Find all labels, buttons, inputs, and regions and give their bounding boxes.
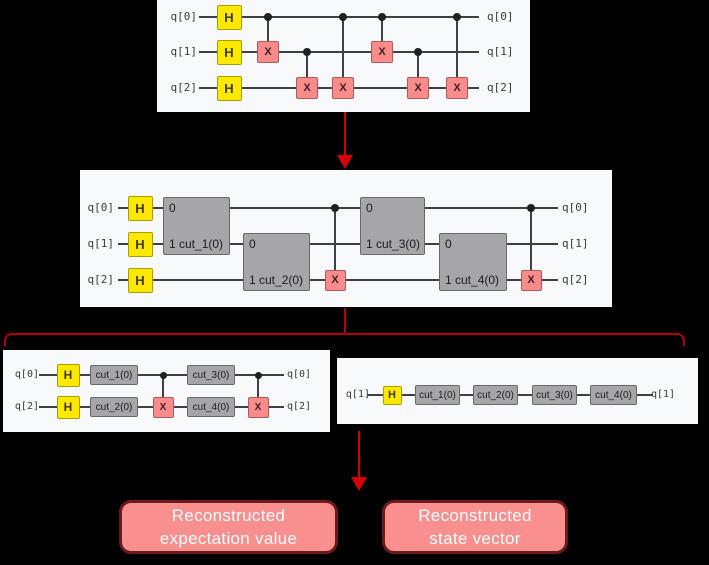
h-gate: H xyxy=(127,267,153,293)
cnot-target-x-gate: X xyxy=(332,77,354,99)
qubit-label-right: q[0] xyxy=(562,201,589,214)
cut-port-0: 0 xyxy=(169,201,176,215)
cnot-control-dot xyxy=(378,13,386,21)
split-bracket xyxy=(4,333,685,346)
cnot-control-dot xyxy=(339,13,347,21)
cut-gate-box: cut_1(0) xyxy=(415,385,460,405)
cnot-control-dot xyxy=(264,13,272,21)
qubit-label-right: q[2] xyxy=(287,401,312,412)
qubit-label-left: q[0] xyxy=(170,10,198,23)
down-arrow-bottom-head xyxy=(351,477,367,491)
cnot-target-x-gate: X xyxy=(520,269,542,291)
cnot-target-x-gate: X xyxy=(152,396,174,418)
qubit-label-left: q[0] xyxy=(87,201,115,214)
result-statevector-line2: state vector xyxy=(429,529,521,548)
down-arrow-top-head xyxy=(337,155,353,169)
down-arrow-top xyxy=(344,112,346,156)
cnot-target-x-gate: X xyxy=(296,77,318,99)
cut-port-1-label: 1 cut_2(0) xyxy=(249,273,304,287)
cnot-connector xyxy=(456,17,458,88)
cut-gate-box: cut_3(0) xyxy=(532,385,577,405)
qubit-label-left: q[0] xyxy=(14,369,39,380)
cnot-connector xyxy=(267,17,269,52)
cnot-connector xyxy=(334,208,336,280)
cnot-target-x-gate: X xyxy=(446,77,468,99)
cut-port-0: 0 xyxy=(366,201,373,215)
qubit-label-right: q[0] xyxy=(487,10,514,23)
cut-gate-box: cut_4(0) xyxy=(187,397,235,417)
h-gate: H xyxy=(216,4,242,30)
h-gate: H xyxy=(382,385,402,405)
h-gate: H xyxy=(216,39,242,65)
qubit-label-right: q[2] xyxy=(562,273,589,286)
h-gate: H xyxy=(127,195,153,221)
cnot-control-dot xyxy=(159,371,167,379)
result-expectation-line2: expectation value xyxy=(159,529,298,548)
cnot-control-dot xyxy=(453,13,461,21)
cut-gate-box: cut_4(0) xyxy=(590,385,637,405)
cnot-target-x-gate: X xyxy=(257,41,279,63)
cut-port-1-label: 1 cut_4(0) xyxy=(445,273,500,287)
cnot-connector xyxy=(417,52,419,88)
result-statevector-line1: Reconstructed xyxy=(418,506,532,525)
cut-gate-box: cut_1(0) xyxy=(90,365,138,385)
qubit-label-right: q[1] xyxy=(651,389,676,400)
qubit-wire xyxy=(199,51,479,53)
down-arrow-bottom xyxy=(358,431,360,478)
h-gate: H xyxy=(216,75,242,101)
cnot-connector xyxy=(381,17,383,52)
cnot-control-dot xyxy=(331,204,339,212)
qubit-label-right: q[2] xyxy=(487,81,514,94)
result-box-expectation: Reconstructed expectation value xyxy=(119,500,338,554)
result-expectation-line1: Reconstructed xyxy=(171,506,286,525)
qubit-label-right: q[1] xyxy=(487,45,514,58)
cut-gate-box: cut_2(0) xyxy=(473,385,518,405)
cnot-target-x-gate: X xyxy=(324,269,346,291)
qubit-label-left: q[2] xyxy=(14,401,39,412)
cut-gate-box: 0 1 cut_2(0) xyxy=(243,233,310,291)
cut-gate-box: 0 1 cut_1(0) xyxy=(163,197,230,255)
qubit-label-left: q[1] xyxy=(170,45,198,58)
result-box-statevector: Reconstructed state vector xyxy=(382,500,568,554)
cnot-connector xyxy=(530,208,532,280)
cnot-connector xyxy=(257,375,259,407)
cut-port-0: 0 xyxy=(249,237,256,251)
cnot-target-x-gate: X xyxy=(247,396,269,418)
cut-port-1-label: 1 cut_1(0) xyxy=(169,237,224,251)
cnot-control-dot xyxy=(527,204,535,212)
cnot-control-dot xyxy=(414,48,422,56)
qubit-label-right: q[0] xyxy=(287,369,312,380)
cnot-connector xyxy=(342,17,344,88)
cnot-control-dot xyxy=(254,371,262,379)
qubit-label-left: q[2] xyxy=(170,81,198,94)
split-bracket-stem xyxy=(344,308,346,335)
cnot-connector xyxy=(306,52,308,88)
qubit-label-left: q[2] xyxy=(87,273,115,286)
h-gate: H xyxy=(127,231,153,257)
cnot-connector xyxy=(162,375,164,407)
cnot-target-x-gate: X xyxy=(407,77,429,99)
cnot-control-dot xyxy=(303,48,311,56)
cut-port-0: 0 xyxy=(445,237,452,251)
cnot-target-x-gate: X xyxy=(371,41,393,63)
qubit-label-right: q[1] xyxy=(562,237,589,250)
qubit-label-left: q[1] xyxy=(87,237,115,250)
cut-gate-box: 0 1 cut_3(0) xyxy=(360,197,425,255)
cut-gate-box: cut_3(0) xyxy=(187,365,235,385)
h-gate: H xyxy=(56,395,80,419)
qubit-wire xyxy=(118,243,558,245)
qubit-label-left: q[1] xyxy=(345,389,370,400)
cut-gate-box: cut_2(0) xyxy=(90,397,138,417)
cut-gate-box: 0 1 cut_4(0) xyxy=(439,233,507,291)
cut-port-1-label: 1 cut_3(0) xyxy=(366,237,421,251)
h-gate: H xyxy=(56,363,80,387)
